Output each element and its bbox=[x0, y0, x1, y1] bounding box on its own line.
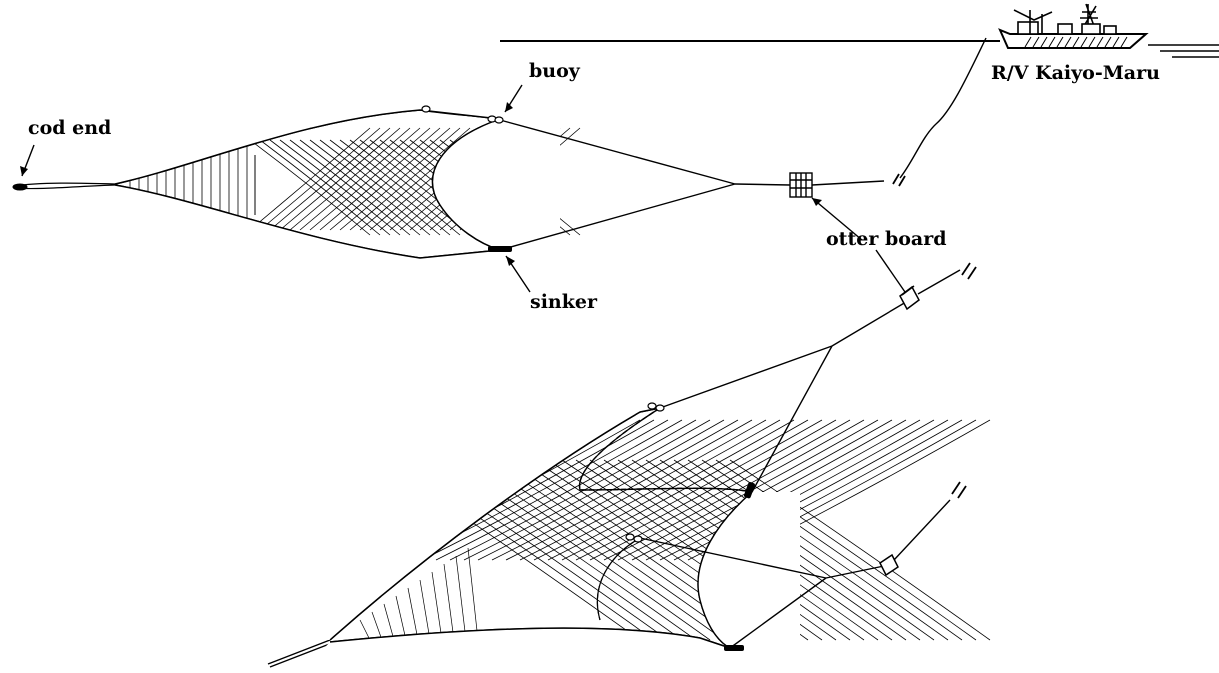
top-net-rigging bbox=[499, 119, 885, 251]
buoy-floats-bottom bbox=[625, 402, 665, 543]
trawl-net-perspective-view bbox=[267, 380, 991, 673]
trawl-net-side-view bbox=[12, 0, 581, 330]
vessel-label: R/V Kaiyo-Maru bbox=[991, 62, 1160, 84]
otter-board-upper bbox=[899, 285, 920, 311]
otter-board-lower bbox=[879, 553, 899, 577]
bottom-net-rigging bbox=[639, 269, 961, 649]
cable-break-mark-right bbox=[961, 262, 977, 280]
cod-end-label: cod end bbox=[28, 117, 112, 139]
sinker-bottom-lower bbox=[724, 645, 744, 651]
warp-cable bbox=[899, 37, 987, 179]
cable-break-mark-lower bbox=[951, 481, 967, 499]
otter-board-side bbox=[789, 172, 813, 198]
label-arrowheads bbox=[20, 102, 822, 266]
sinker-bottom-upper bbox=[744, 482, 755, 499]
research-vessel bbox=[998, 3, 1149, 49]
sinker-label: sinker bbox=[530, 291, 597, 313]
buoy-label: buoy bbox=[529, 60, 580, 82]
buoy-floats-top bbox=[421, 105, 504, 124]
cable-break-mark bbox=[892, 173, 906, 187]
otter-board-label: otter board bbox=[826, 228, 947, 250]
surface-ripples bbox=[1148, 44, 1219, 58]
sinker-top bbox=[488, 246, 512, 252]
